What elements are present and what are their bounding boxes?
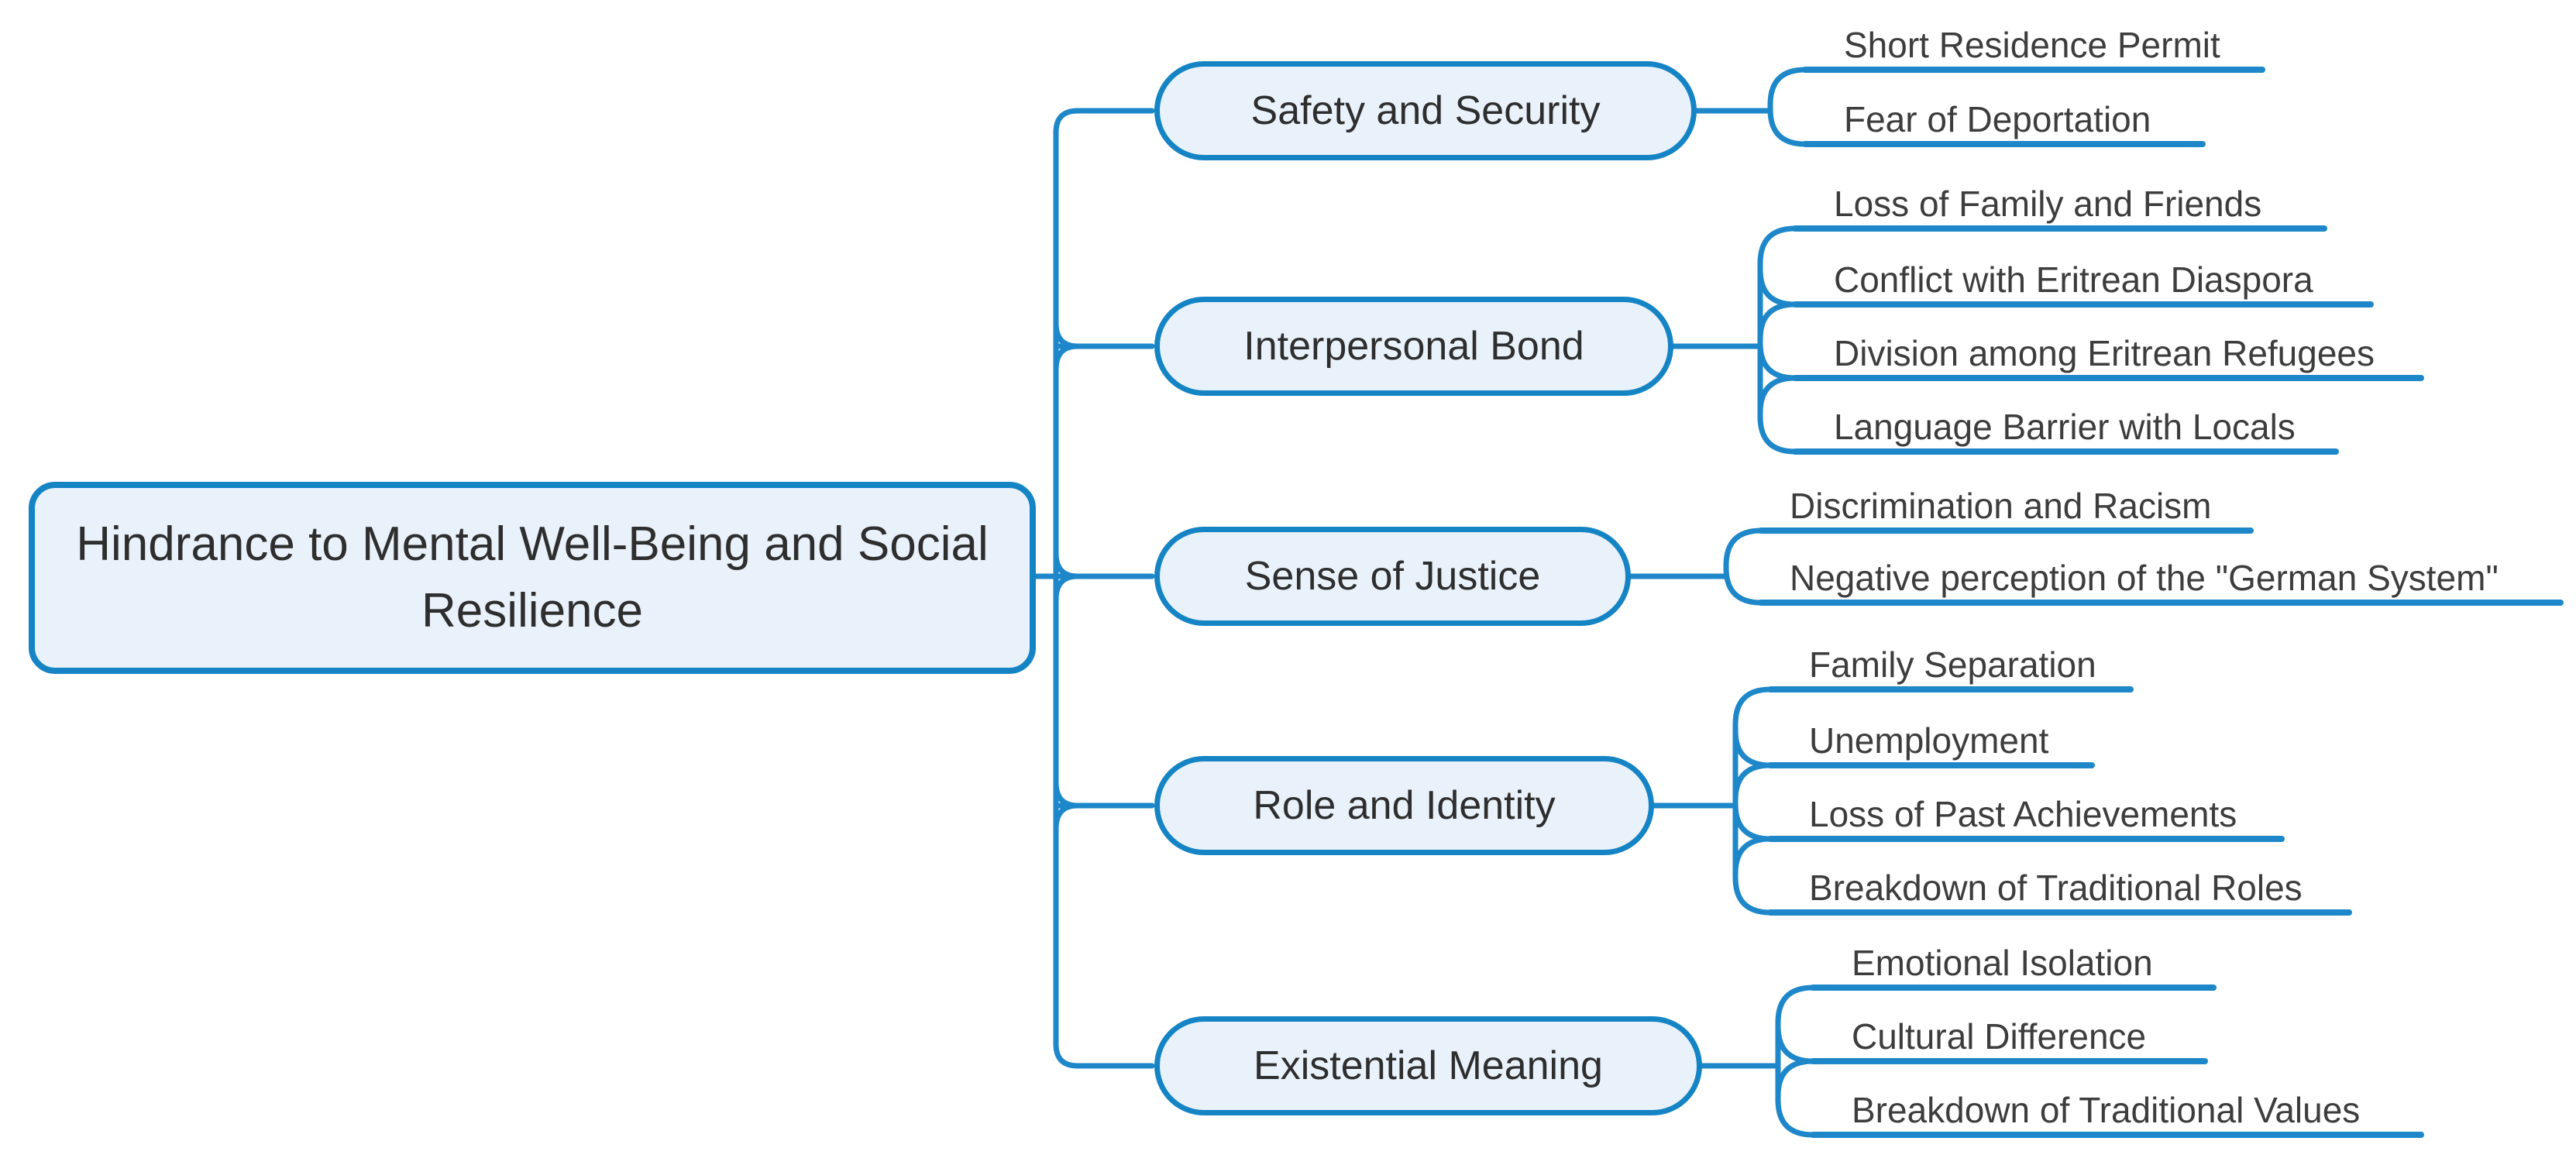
branch-node-safety-and-security: Safety and Security — [1154, 61, 1697, 160]
child-topic-fear-of-deportation: Fear of Deportation — [1844, 99, 2151, 139]
child-topic-language-barrier-with-locals: Language Barrier with Locals — [1834, 407, 2296, 447]
branch-node-interpersonal-bond: Interpersonal Bond — [1154, 297, 1673, 396]
child-topic-cultural-difference: Cultural Difference — [1852, 1016, 2147, 1057]
child-topic-emotional-isolation: Emotional Isolation — [1852, 943, 2153, 983]
child-topic-discrimination-and-racism: Discrimination and Racism — [1790, 486, 2212, 526]
branch-node-label: Interpersonal Bond — [1243, 324, 1584, 369]
branch-justice-connectors — [1626, 528, 2564, 606]
child-topic-unemployment: Unemployment — [1809, 720, 2049, 761]
branch-node-label: Sense of Justice — [1244, 554, 1541, 599]
child-topic-loss-of-family-and-friends: Loss of Family and Friends — [1834, 184, 2262, 224]
child-topic-negative-perception-of-the-german-system: Negative perception of the "German Syste… — [1790, 558, 2499, 598]
root-node: Hindrance to Mental Well-Being and Socia… — [29, 482, 1036, 674]
branch-node-existential-meaning: Existential Meaning — [1154, 1016, 1702, 1115]
branch-existential-connectors — [1697, 985, 2424, 1138]
child-topic-breakdown-of-traditional-values: Breakdown of Traditional Values — [1852, 1090, 2361, 1130]
child-topic-division-among-eritrean-refugees: Division among Eritrean Refugees — [1834, 333, 2375, 373]
child-topic-short-residence-permit: Short Residence Permit — [1844, 25, 2220, 65]
branch-node-label: Safety and Security — [1250, 88, 1601, 133]
branch-interpersonal-connectors — [1669, 225, 2424, 455]
branch-role-connectors — [1649, 686, 2352, 916]
child-topic-conflict-with-eritrean-diaspora: Conflict with Eritrean Diaspora — [1834, 259, 2313, 300]
branch-node-label: Existential Meaning — [1254, 1043, 1603, 1088]
child-topic-breakdown-of-traditional-roles: Breakdown of Traditional Roles — [1809, 868, 2303, 908]
branch-node-sense-of-justice: Sense of Justice — [1154, 527, 1631, 626]
branch-safety-connectors — [1692, 67, 2265, 147]
root-node-label: Hindrance to Mental Well-Being and Socia… — [76, 517, 989, 637]
trunk-connectors — [1033, 108, 1155, 1069]
child-topic-loss-of-past-achievements: Loss of Past Achievements — [1809, 794, 2237, 834]
branch-node-role-and-identity: Role and Identity — [1154, 756, 1654, 855]
branch-node-label: Role and Identity — [1253, 783, 1556, 828]
child-topic-family-separation: Family Separation — [1809, 644, 2096, 685]
